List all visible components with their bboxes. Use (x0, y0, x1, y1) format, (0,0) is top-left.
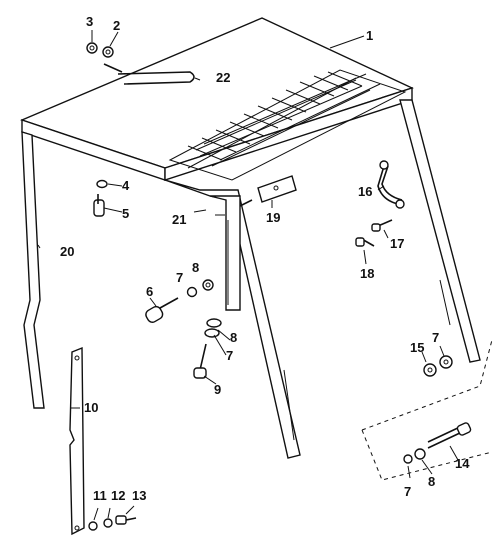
callout-5: 5 (122, 206, 129, 221)
bolt-6 (145, 297, 179, 323)
side-bracket (69, 346, 85, 536)
callout-4: 4 (122, 178, 130, 193)
nut-4 (96, 179, 108, 189)
callout-3: 3 (86, 14, 93, 29)
left-post (21, 131, 45, 409)
washer-12 (103, 518, 113, 528)
nut-7c (403, 454, 413, 464)
plate-19 (239, 175, 297, 207)
right-post (399, 99, 481, 363)
callout-16: 16 (358, 184, 372, 199)
callout-12: 12 (111, 488, 125, 503)
callout-7a: 7 (176, 270, 183, 285)
washer-8b (206, 318, 222, 328)
callout-7d: 7 (404, 484, 411, 499)
callout-21: 21 (172, 212, 186, 227)
callout-6: 6 (146, 284, 153, 299)
dashed-boundary-2 (361, 429, 493, 481)
callout-14: 14 (455, 456, 470, 471)
callout-19: 19 (266, 210, 280, 225)
bolt-5 (93, 194, 105, 217)
callout-13: 13 (132, 488, 146, 503)
callout-8a: 8 (192, 260, 199, 275)
callout-17: 17 (390, 236, 404, 251)
bolt-9 (193, 343, 207, 379)
callout-7c: 7 (432, 330, 439, 345)
washer-2 (102, 46, 114, 58)
callout-8c: 8 (428, 474, 435, 489)
nut-3 (86, 42, 98, 54)
washer-8a (202, 279, 214, 291)
callout-1: 1 (366, 28, 373, 43)
bolt-14 (427, 422, 472, 449)
callout-8b: 8 (230, 330, 237, 345)
callout-20: 20 (60, 244, 74, 259)
bolt-18 (355, 237, 375, 247)
dashed-boundary-1 (361, 339, 493, 431)
callout-18: 18 (360, 266, 374, 281)
canopy-roof (20, 17, 414, 181)
nut-7a (186, 286, 198, 298)
roof-rail (103, 63, 195, 85)
callout-2: 2 (113, 18, 120, 33)
bolt-13 (115, 515, 137, 525)
leader-lines (37, 30, 459, 521)
center-post (164, 179, 301, 459)
callout-22: 22 (216, 70, 230, 85)
washer-7b (204, 328, 220, 338)
callout-10: 10 (84, 400, 98, 415)
bolt-17 (371, 219, 393, 232)
callout-7b: 7 (226, 348, 233, 363)
washer-8c (414, 448, 426, 460)
nut-15 (423, 363, 437, 377)
callout-labels: 1 2 3 4 5 6 7 8 8 7 9 10 11 12 13 14 15 … (60, 14, 470, 503)
callout-11: 11 (93, 488, 107, 503)
nut-11 (88, 521, 98, 531)
washer-7d (439, 355, 453, 369)
callout-15: 15 (410, 340, 424, 355)
grab-handle (377, 160, 405, 209)
callout-9: 9 (214, 382, 221, 397)
